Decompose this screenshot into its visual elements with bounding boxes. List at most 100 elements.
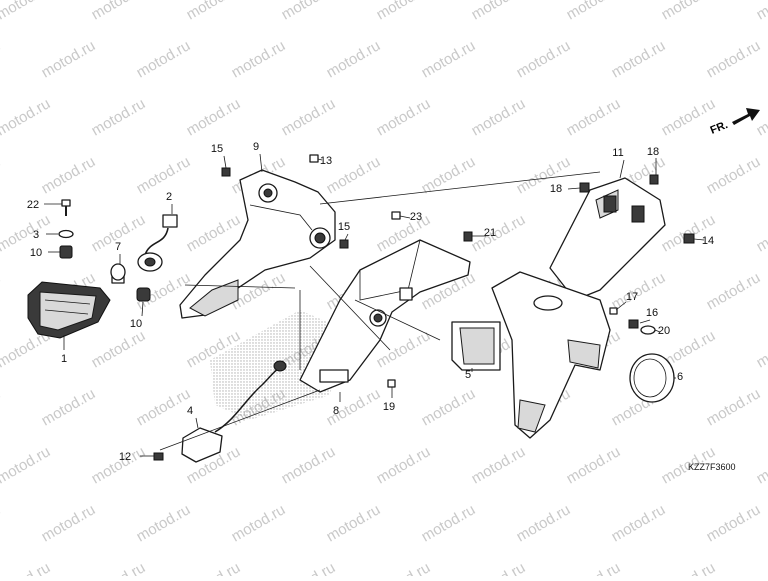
callout-3: 3: [33, 229, 39, 241]
watermark-text: motod.ru: [704, 385, 764, 429]
watermark-text: motod.ru: [229, 501, 289, 545]
watermark-text: motod.ru: [184, 559, 244, 576]
watermark-text: motod.ru: [704, 37, 764, 81]
callout-7: 7: [115, 241, 121, 253]
watermark-text: motod.ru: [419, 385, 479, 429]
callout-18: 18: [647, 146, 659, 158]
callout-15: 15: [211, 143, 223, 155]
watermark-text: motod.ru: [469, 211, 529, 255]
part-7-bulb: [111, 264, 125, 283]
watermark-text: motod.ru: [39, 37, 99, 81]
watermark-text: motod.ru: [704, 501, 764, 545]
watermark-text: motod.ru: [374, 0, 434, 23]
watermark-text: motod.ru: [659, 559, 719, 576]
watermark-text: motod.ru: [324, 37, 384, 81]
callout-11: 11: [612, 147, 623, 159]
watermark-text: motod.ru: [0, 443, 53, 487]
watermark-text: motod.ru: [39, 153, 99, 197]
callout-13: 13: [320, 155, 332, 167]
watermark-text: motod.ru: [419, 153, 479, 197]
callout-9: 9: [253, 141, 259, 153]
callout-21: 21: [484, 227, 496, 239]
watermark-text: motod.ru: [134, 385, 194, 429]
watermark-text: motod.ru: [0, 385, 3, 429]
watermark-text: motod.ru: [469, 0, 529, 23]
watermark-text: motod.ru: [279, 95, 339, 139]
watermark-text: motod.ru: [564, 0, 624, 23]
watermark-text: motod.ru: [0, 559, 53, 576]
callout-leader-15: [224, 156, 226, 168]
watermark-text: motod.ru: [0, 501, 3, 545]
watermark-text: motod.ru: [279, 559, 339, 576]
watermark-text: motod.ru: [89, 0, 149, 23]
callout-1: 1: [61, 353, 67, 365]
watermark-text: motod.ru: [419, 501, 479, 545]
watermark-text: motod.ru: [659, 95, 719, 139]
callout-10b: 10: [130, 318, 142, 330]
callout-leader-16: [640, 320, 650, 323]
callout-12: 12: [119, 451, 131, 463]
part-6-round-reflector: [630, 354, 674, 402]
watermark-text: motod.ru: [514, 501, 574, 545]
part-3-washer: [59, 231, 73, 238]
callout-15b: 15: [338, 221, 350, 233]
watermark-text: motod.ru: [469, 95, 529, 139]
callout-leader-15b: [345, 234, 348, 240]
watermark-text: motod.ru: [704, 269, 764, 313]
watermark-text: motod.ru: [279, 0, 339, 23]
callout-2: 2: [166, 191, 172, 203]
watermark-text: motod.ru: [609, 269, 669, 313]
watermark-text: motod.ru: [184, 0, 244, 23]
part-22-bolt: [62, 200, 70, 216]
watermark-text: motod.ru: [0, 0, 53, 23]
rear-fender-lower: [492, 272, 610, 438]
callout-leader-23: [400, 216, 410, 218]
watermark-text: motod.ru: [134, 153, 194, 197]
front-direction-arrow: FR.: [709, 108, 760, 137]
watermark-text: motod.ru: [374, 95, 434, 139]
watermark-text: motod.ru: [469, 443, 529, 487]
watermark-text: motod.ru: [609, 501, 669, 545]
watermark-text: motod.ru: [514, 37, 574, 81]
watermark-text: motod.ru: [0, 153, 3, 197]
callout-14: 14: [702, 235, 714, 247]
watermark-text: motod.ru: [754, 211, 768, 255]
watermark-text: motod.ru: [469, 559, 529, 576]
watermark-text: motod.ru: [754, 0, 768, 23]
watermark-text: motod.ru: [324, 501, 384, 545]
callout-4: 4: [187, 405, 193, 417]
watermark-text: motod.ru: [659, 0, 719, 23]
watermark-text: motod.ru: [659, 211, 719, 255]
watermark-text: motod.ru: [39, 385, 99, 429]
watermark-text: motod.ru: [754, 327, 768, 371]
callout-22: 22: [27, 199, 39, 211]
watermark-text: motod.ru: [514, 153, 574, 197]
watermark-text: motod.ru: [0, 269, 3, 313]
callout-8: 8: [333, 405, 339, 417]
watermark-text: motod.ru: [754, 559, 768, 576]
watermark-text: motod.ru: [754, 95, 768, 139]
watermark-text: motod.ru: [134, 501, 194, 545]
watermark-text: motod.ru: [374, 559, 434, 576]
watermark-text: motod.ru: [0, 37, 3, 81]
part-10-grommet-top: [60, 246, 72, 258]
watermark-text: motod.ru: [564, 559, 624, 576]
watermark-text: motod.ru: [279, 443, 339, 487]
callout-23: 23: [410, 211, 422, 223]
watermark-text: motod.ru: [89, 95, 149, 139]
watermark-text: motod.ru: [0, 95, 53, 139]
watermark-text: motod.ru: [39, 501, 99, 545]
callout-10: 10: [30, 247, 42, 259]
callout-leader-18b: [568, 188, 580, 189]
watermark-text: motod.ru: [89, 559, 149, 576]
watermark-text: motod.ru: [89, 327, 149, 371]
watermark-text: motod.ru: [89, 443, 149, 487]
watermark-text: motod.ru: [134, 37, 194, 81]
watermark-text: motod.ru: [324, 153, 384, 197]
callout-6: 6: [677, 371, 683, 383]
callout-5: 5: [465, 369, 471, 381]
watermark-text: motod.ru: [564, 95, 624, 139]
diagram-code: KZZ7F3600: [688, 462, 736, 472]
